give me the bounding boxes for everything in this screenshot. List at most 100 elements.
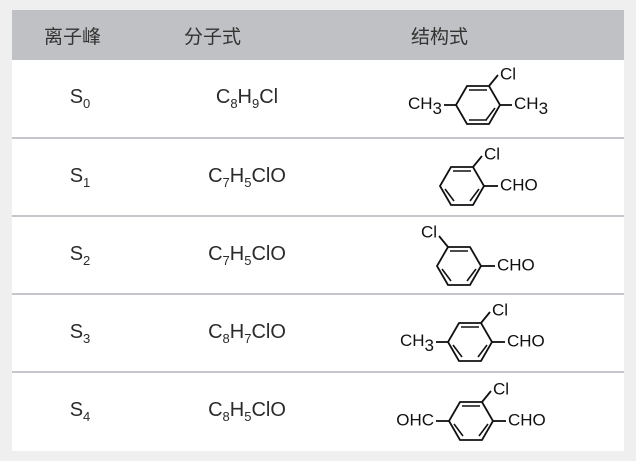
structural-formula-cell: Cl OHC CHO xyxy=(332,372,624,450)
table-row: S1 C7H5ClO Cl xyxy=(12,138,624,217)
formula-part-sub: 8 xyxy=(222,409,230,424)
formula-part: C xyxy=(208,399,223,421)
ion-peak-symbol: S xyxy=(69,86,84,108)
ring-double-bond xyxy=(453,423,464,436)
structural-formula-cell: Cl CH3 CH3 xyxy=(332,60,624,139)
label-methyl-left: CH3 xyxy=(408,94,442,118)
ring-double-bond xyxy=(469,188,480,202)
ion-peak-cell: S2 xyxy=(12,216,172,295)
structure-diagram-3-chlorobenzaldehyde: Cl CHO xyxy=(332,217,624,293)
structure-diagram-chloro-dimethylbenzene: Cl CH3 CH3 xyxy=(332,61,624,137)
table-row: S0 C8H9Cl C xyxy=(12,60,624,139)
ring-double-bond xyxy=(444,188,455,202)
ion-peak-index: 1 xyxy=(83,174,91,190)
ring-double-bond xyxy=(478,423,489,436)
molecular-formula-cell: C7H5ClO xyxy=(172,138,332,217)
header-row: 离子峰 分子式 结构式 xyxy=(12,10,624,60)
ion-peak-symbol: S xyxy=(69,320,84,343)
ion-peak-index: 0 xyxy=(83,96,91,111)
label-cl: Cl xyxy=(492,300,508,319)
formula-part-sub: 5 xyxy=(244,409,252,424)
label-methyl-right: CH3 xyxy=(514,94,548,118)
formula-part: H xyxy=(229,242,245,265)
benzene-ring xyxy=(447,400,495,441)
molecule-svg: Cl CHO xyxy=(438,144,538,206)
molecular-formula-cell: C8H9Cl xyxy=(172,60,332,139)
formula-part: Cl xyxy=(259,86,279,108)
ring-double-bond xyxy=(485,107,496,120)
formula-part: H xyxy=(237,86,252,108)
ring-double-bond xyxy=(477,344,488,358)
label-cho: CHO xyxy=(500,175,538,194)
ring-double-bond xyxy=(466,268,477,282)
formula-part: C xyxy=(215,86,231,108)
formula-part: ClO xyxy=(251,320,286,343)
structural-formula-cell: Cl CH3 CHO xyxy=(332,294,624,373)
formula-part-sub: 5 xyxy=(244,174,252,190)
molecular-formula-cell: C7H5ClO xyxy=(172,216,332,295)
structure-diagram-chloro-benzenedicarbaldehyde: Cl OHC CHO xyxy=(332,374,624,450)
formula-part-sub: 8 xyxy=(222,330,230,346)
formula-part: H xyxy=(229,320,245,343)
ion-peak-structure-table: 离子峰 分子式 结构式 S0 C8H9Cl xyxy=(12,10,624,450)
molecule-svg: Cl OHC CHO xyxy=(396,379,546,441)
ion-peak-symbol: S xyxy=(69,399,84,421)
column-header-structural-formula: 结构式 xyxy=(332,10,624,60)
formula-part: ClO xyxy=(251,242,286,265)
molecule-svg: Cl CHO xyxy=(421,222,535,286)
formula-part: ClO xyxy=(251,164,286,187)
ion-peak-cell: S3 xyxy=(12,294,172,373)
formula-part-sub: 7 xyxy=(222,252,230,268)
formula-part-sub: 8 xyxy=(230,96,238,111)
label-cho: CHO xyxy=(497,255,535,274)
structural-formula-cell: Cl CHO xyxy=(332,138,624,217)
ion-peak-cell: S1 xyxy=(12,138,172,217)
bond-to-cl xyxy=(481,389,492,403)
formula-part: ClO xyxy=(251,399,286,421)
formula-part-sub: 5 xyxy=(244,252,252,268)
bond-to-cl xyxy=(472,155,483,168)
ion-peak-symbol: S xyxy=(69,164,84,187)
label-cl: Cl xyxy=(484,144,500,163)
bond-to-cl xyxy=(488,73,499,87)
molecule-svg: Cl CH3 CH3 xyxy=(408,64,548,125)
column-header-structural-formula-label: 结构式 xyxy=(411,26,469,48)
label-cho: CHO xyxy=(508,410,546,429)
label-cl: Cl xyxy=(500,64,516,83)
column-header-molecular-formula-label: 分子式 xyxy=(184,26,242,48)
column-header-ion-peak: 离子峰 xyxy=(12,10,172,60)
molecular-formula-cell: C8H7ClO xyxy=(172,294,332,373)
ion-peak-symbol: S xyxy=(69,242,84,265)
molecule-svg: Cl CH3 CHO xyxy=(400,300,545,362)
formula-part-sub: 7 xyxy=(244,330,252,346)
column-header-ion-peak-label: 离子峰 xyxy=(44,26,102,48)
ion-peak-index: 3 xyxy=(83,330,91,346)
label-cl: Cl xyxy=(493,379,509,398)
benzene-ring xyxy=(438,166,486,206)
formula-part: H xyxy=(229,399,245,421)
structure-diagram-2-chlorobenzaldehyde: Cl CHO xyxy=(332,139,624,215)
label-ohc: OHC xyxy=(396,410,434,429)
ring-double-bond xyxy=(452,344,463,358)
label-methyl: CH3 xyxy=(400,331,434,355)
formula-part: C xyxy=(208,242,223,265)
label-cho: CHO xyxy=(507,331,545,350)
structural-formula-cell: Cl CHO xyxy=(332,216,624,295)
benzene-ring xyxy=(435,246,483,286)
ion-peak-index: 4 xyxy=(83,409,91,424)
chemistry-table-container: 离子峰 分子式 结构式 S0 C8H9Cl xyxy=(12,10,624,451)
column-header-molecular-formula: 分子式 xyxy=(172,10,332,60)
formula-part: C xyxy=(208,320,223,343)
formula-part-sub: 9 xyxy=(252,96,260,111)
benzene-ring xyxy=(446,322,494,362)
formula-part: H xyxy=(229,164,245,187)
ion-peak-index: 2 xyxy=(83,252,91,268)
structure-diagram-chloro-methyl-benzaldehyde: Cl CH3 CHO xyxy=(332,295,624,371)
table-row: S2 C7H5ClO Cl xyxy=(12,216,624,295)
ring-double-bond xyxy=(441,268,452,282)
table-header: 离子峰 分子式 结构式 xyxy=(12,10,624,60)
bond-to-cl xyxy=(438,235,449,248)
ion-peak-cell: S0 xyxy=(12,60,172,139)
molecular-formula-cell: C8H5ClO xyxy=(172,372,332,450)
bond-to-cl xyxy=(480,311,491,324)
